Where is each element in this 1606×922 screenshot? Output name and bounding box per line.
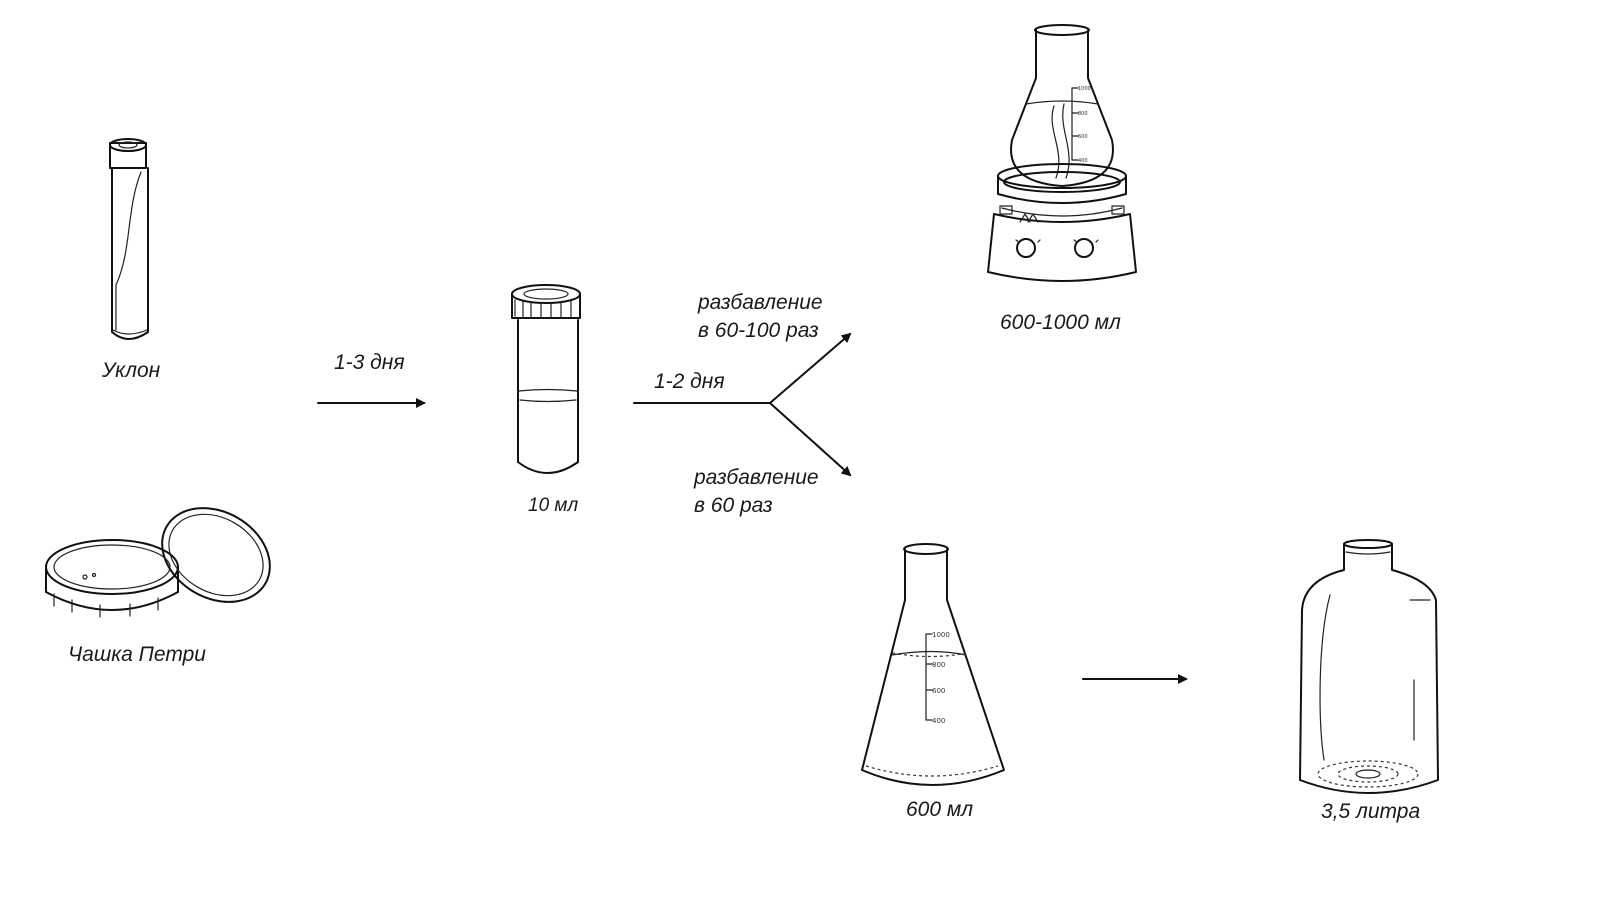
erlenmeyer-flask-icon	[861, 543, 1005, 786]
petri-label: Чашка Петри	[68, 643, 206, 666]
flask-mark-400: 400	[932, 717, 945, 725]
dilution-lower-line1: разбавление	[694, 466, 819, 489]
stirrer-volume-label: 600-1000 мл	[1000, 311, 1121, 334]
step2-time-label: 1-2 дня	[654, 370, 725, 393]
stirrer-mark-600: 600	[1078, 134, 1088, 140]
petri-dish-icon	[45, 507, 271, 618]
large-bottle-icon	[1299, 539, 1439, 794]
tube-volume-label: 10 мл	[528, 495, 579, 516]
flask-mark-1000: 1000	[932, 631, 950, 639]
slant-tube-icon	[109, 138, 149, 340]
flask-mark-800: 800	[932, 661, 945, 669]
stirrer-flask-icon	[987, 24, 1137, 282]
dilution-lower-line2: в 60 раз	[694, 494, 773, 517]
branch-arrow	[633, 332, 852, 477]
dilution-upper-line2: в 60-100 раз	[698, 319, 819, 342]
flask-volume-label: 600 мл	[906, 798, 974, 821]
stirrer-mark-1000: 1000	[1078, 86, 1091, 92]
slant-label: Уклон	[102, 359, 161, 382]
stirrer-mark-800: 800	[1078, 111, 1088, 117]
dilution-upper-line1: разбавление	[698, 291, 823, 314]
step1-time-label: 1-3 дня	[334, 351, 405, 374]
flask-mark-600: 600	[932, 687, 945, 695]
stirrer-mark-400: 400	[1078, 158, 1088, 164]
culture-tube-icon	[511, 284, 581, 474]
bottle-volume-label: 3,5 литра	[1321, 800, 1421, 823]
